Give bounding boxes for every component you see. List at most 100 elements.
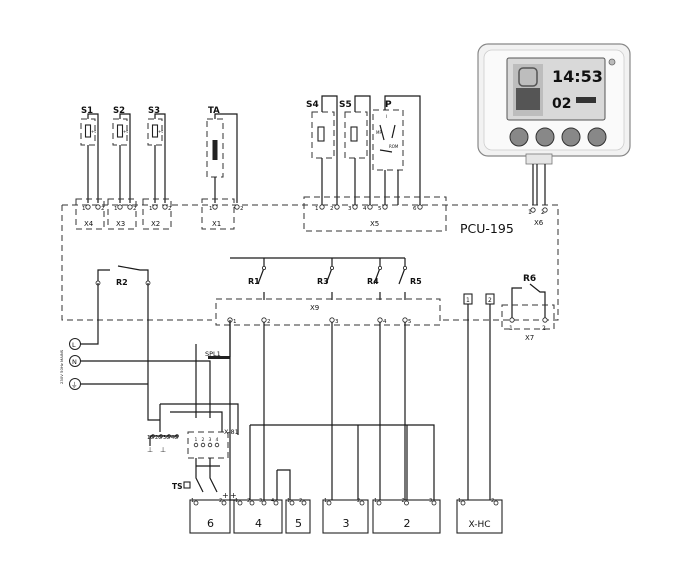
- ground-pin-label-2: 2G: [155, 435, 162, 441]
- label-x3: X3: [116, 220, 125, 228]
- label-s5: S5: [339, 100, 352, 110]
- x5-terminal-2: [334, 204, 340, 210]
- terminal-x1-1: [212, 204, 218, 210]
- x9-pin-label-5: 5: [408, 319, 412, 325]
- x9-pin-label-3: 3: [335, 319, 339, 325]
- output-block-6: [189, 499, 231, 534]
- controller-button-1[interactable]: [509, 127, 529, 147]
- output-block-4: [233, 499, 283, 534]
- x5-terminal-5: [382, 204, 388, 210]
- output-x-hc-pin-1: 1: [458, 498, 461, 504]
- output-block-2: [372, 499, 441, 534]
- output-5-terminal-2: [301, 500, 307, 506]
- connector-x4: [75, 198, 105, 230]
- output-label-5: 5: [295, 517, 302, 530]
- unit-label: PCU-195: [460, 221, 514, 236]
- output-block-x-hc: [456, 499, 503, 534]
- x5-pin-label-1: 1: [315, 206, 319, 212]
- room-controller: 14:53 02: [477, 43, 631, 205]
- pin-label-x4-2: 2: [101, 206, 105, 212]
- connector-x81: [187, 431, 229, 459]
- relay-pivot-3: [402, 265, 407, 270]
- output-3-terminal-2: [359, 500, 365, 506]
- output-label-2: 2: [404, 517, 411, 530]
- output-4-pin-2: 2: [247, 498, 250, 504]
- sensor-sym-1: +t: [123, 129, 128, 134]
- controller-button-3[interactable]: [561, 127, 581, 147]
- output-5-pin-1: 1: [287, 498, 290, 504]
- x81-pin-label-4: 4: [216, 437, 219, 443]
- x81-terminal-3: [207, 442, 213, 448]
- output-3-pin-2: 2: [357, 498, 360, 504]
- output-6-pin-2: 2: [219, 498, 222, 504]
- output-x-hc-pin-2: 2: [491, 498, 494, 504]
- relay-pivot-2: [377, 265, 382, 270]
- sensor-sym-0: +t: [91, 129, 96, 134]
- output-2-terminal-1: [376, 500, 382, 506]
- output-label-3: 3: [343, 517, 350, 530]
- thermistor-icon-1: [116, 124, 124, 138]
- controller-cable-entry: [525, 153, 553, 165]
- ground-symbol-2: ⊥: [160, 446, 166, 454]
- output-6-terminal-2: [221, 500, 227, 506]
- connector-x2: [142, 198, 172, 230]
- output-4-terminal-1: [237, 500, 243, 506]
- relay-contact-0: [257, 267, 265, 300]
- pressure-switch: [372, 109, 404, 171]
- x7-pin-1: 1: [509, 325, 513, 332]
- controller-button-2[interactable]: [535, 127, 555, 147]
- x81-pin-label-2: 2: [202, 437, 205, 443]
- mains-label: 230V 50Hz MAINS: [59, 349, 64, 384]
- x7-terminal-2: [542, 317, 548, 323]
- pin-label-x3-2: 2: [133, 206, 137, 212]
- connector-x3: [107, 198, 137, 230]
- x81-terminal-1: [193, 442, 199, 448]
- output-6-pin-1: 1: [191, 498, 194, 504]
- label-r1: R1: [248, 277, 260, 286]
- output-3-pin-1: 1: [324, 498, 327, 504]
- x6-terminal-1: [530, 207, 536, 213]
- terminal-l: [69, 338, 81, 350]
- output-2-pin-1: 1: [374, 498, 377, 504]
- output-4-terminal-2: [249, 500, 255, 506]
- output-2-terminal-2: [404, 500, 409, 506]
- x5-label: X5: [370, 220, 379, 228]
- ground-pin-label-4: 4G: [171, 435, 178, 441]
- lcd-program: 02: [552, 96, 571, 112]
- thermistor-icon-0: [84, 124, 92, 138]
- x9-pin-label-2: 2: [267, 319, 271, 325]
- lcd-level-bar: [516, 88, 540, 110]
- x9-pin-label-4: 4: [383, 319, 387, 325]
- x9-label: X9: [310, 304, 319, 312]
- terminal-x1-2: [234, 204, 240, 210]
- output-x-hc-terminal-1: [460, 500, 466, 506]
- output-4-pin-3: 3: [259, 498, 262, 504]
- x5-terminal-6: [417, 204, 423, 210]
- xhc-wiring: 1 2: [463, 293, 495, 500]
- sensor-label-0: S1: [81, 106, 93, 116]
- output-4-terminal-4: [273, 500, 279, 506]
- relay-pivot-0: [261, 265, 266, 270]
- ts-label: TS: [172, 482, 183, 491]
- x81-pin-label-3: 3: [209, 437, 212, 443]
- controller-button-4[interactable]: [587, 127, 607, 147]
- output-label-4: 4: [255, 517, 262, 530]
- lcd-heat-icon: [576, 97, 596, 103]
- label-r5: R5: [410, 277, 422, 286]
- output-label-6: 6: [207, 517, 214, 530]
- x81-terminal-2: [200, 442, 206, 448]
- label-x1: X1: [212, 220, 221, 228]
- output-5-pin-2: 2: [299, 498, 302, 504]
- p-sym-i: I: [386, 114, 387, 119]
- ground-symbol-1: ⊥: [147, 446, 153, 454]
- terminal-pe: [69, 378, 81, 390]
- sensor-label-3: TA: [208, 106, 220, 116]
- terminal-x3-1: [117, 204, 123, 210]
- output-block-3: [322, 499, 369, 534]
- terminal-l-label: L: [72, 341, 76, 349]
